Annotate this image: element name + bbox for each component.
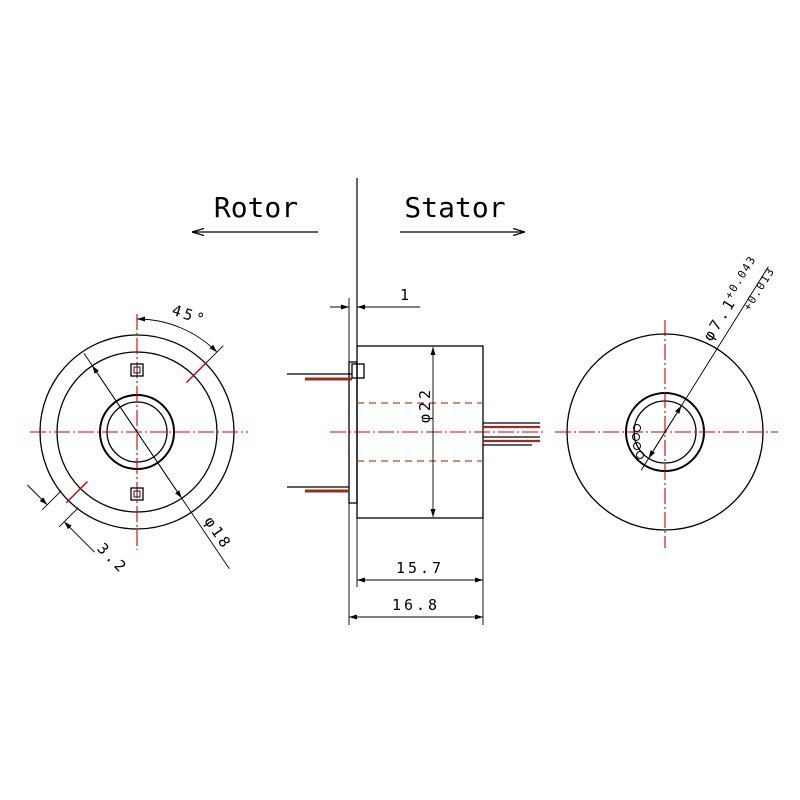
rotor-end-view: 45° φ18 3.2 [27, 301, 248, 578]
wire-terminal-2 [632, 433, 640, 441]
flange-thickness-label: 1 [400, 286, 412, 304]
ring-diameter-dimension-line [91, 365, 183, 499]
bore-diameter-annotation: φ7.1 +0.043 +0.013 [699, 253, 777, 344]
ring-diameter-label: φ18 [201, 513, 236, 553]
angle-dimension-label: 45° [170, 301, 210, 329]
rotor-label: Rotor [214, 191, 298, 224]
slot-width-extension-line-1 [41, 490, 62, 511]
section-labels: Rotor Stator [192, 178, 525, 346]
slot-width-extension-line-2 [58, 507, 79, 528]
stator-label: Stator [404, 191, 505, 224]
body-length-label: 15.7 [396, 559, 444, 577]
stator-end-view: φ7.1 +0.043 +0.013 [555, 253, 778, 548]
rotor-flange-tab [351, 363, 365, 379]
angle-dimension-arc [136, 316, 218, 353]
rotor-45deg-extension-line [207, 345, 224, 362]
bore-diameter-label: φ7.1 [699, 294, 740, 344]
body-diameter-label: φ22 [416, 387, 434, 423]
overall-length-label: 16.8 [392, 596, 440, 614]
rotor-225deg-axis-segment [65, 481, 88, 504]
slot-width-dimension-line-1 [27, 484, 48, 506]
side-view: 1 φ22 15.7 16.8 [287, 286, 545, 625]
bore-diameter-dimension-line [648, 405, 682, 459]
slot-width-label: 3.2 [93, 539, 131, 577]
slot-width-dimension-line-2 [63, 521, 95, 553]
wire-terminal-3 [633, 442, 641, 450]
rotor-45deg-axis-segment [186, 360, 209, 383]
wire-terminal-4 [636, 451, 644, 459]
